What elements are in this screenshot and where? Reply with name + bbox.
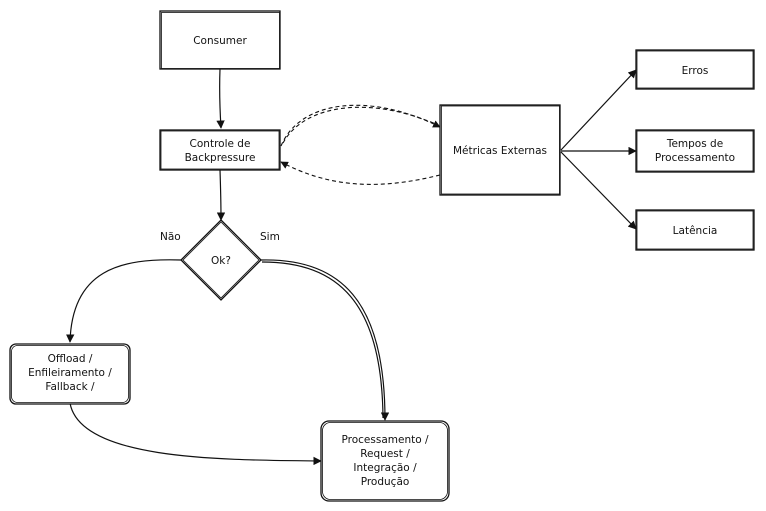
node-backpressure-line-1: Controle de <box>190 138 251 150</box>
node-processing-line-1: Processamento / <box>341 434 428 446</box>
node-backpressure: Controle de Backpressure <box>159 129 281 171</box>
node-processing: Processamento / Request / Integração / P… <box>320 420 450 502</box>
node-processing-line-3: Integração / <box>353 462 417 474</box>
node-consumer: Consumer <box>159 10 281 70</box>
edge-backpressure-to-metrics-sketch <box>282 106 439 144</box>
edge-consumer-to-backpressure <box>216 68 225 129</box>
node-latency-line-1: Latência <box>673 225 718 237</box>
node-processing-line-4: Produção <box>361 476 410 488</box>
node-decision-line-1: Ok? <box>211 255 231 267</box>
edge-label-no: Não <box>160 231 181 243</box>
node-offload: Offload / Enfileiramento / Fallback / <box>9 343 131 405</box>
node-processing-line-2: Request / <box>360 448 410 460</box>
node-processing-time: Tempos de Processamento <box>635 129 755 173</box>
edge-decision-yes-to-processing <box>260 259 390 421</box>
edge-metrics-to-latency <box>560 151 637 230</box>
node-latency: Latência <box>635 209 755 251</box>
node-errors-line-1: Erros <box>682 65 709 77</box>
edge-metrics-to-backpressure <box>280 161 441 185</box>
node-decision: Ok? <box>180 219 262 301</box>
node-metrics-line-1: Métricas Externas <box>453 145 547 157</box>
node-processing-time-line-1: Tempos de <box>666 138 723 150</box>
edge-label-yes: Sim <box>260 231 280 243</box>
node-offload-line-2: Enfileiramento / <box>28 367 112 379</box>
node-errors: Erros <box>635 49 755 90</box>
node-backpressure-line-2: Backpressure <box>185 152 256 164</box>
node-processing-time-line-2: Processamento <box>655 152 735 164</box>
edge-backpressure-to-metrics <box>280 104 441 147</box>
edge-metrics-to-errors <box>560 69 637 151</box>
node-offload-line-3: Fallback / <box>45 381 95 393</box>
edge-offload-to-processing <box>69 402 322 466</box>
edge-decision-no-to-offload <box>66 259 182 343</box>
edge-decision-yes-sketch <box>261 261 384 419</box>
edges <box>66 68 637 466</box>
node-consumer-line-1: Consumer <box>193 35 247 47</box>
node-metrics: Métricas Externas <box>439 104 561 196</box>
node-offload-line-1: Offload / <box>48 353 93 365</box>
edge-backpressure-to-decision <box>216 169 226 221</box>
